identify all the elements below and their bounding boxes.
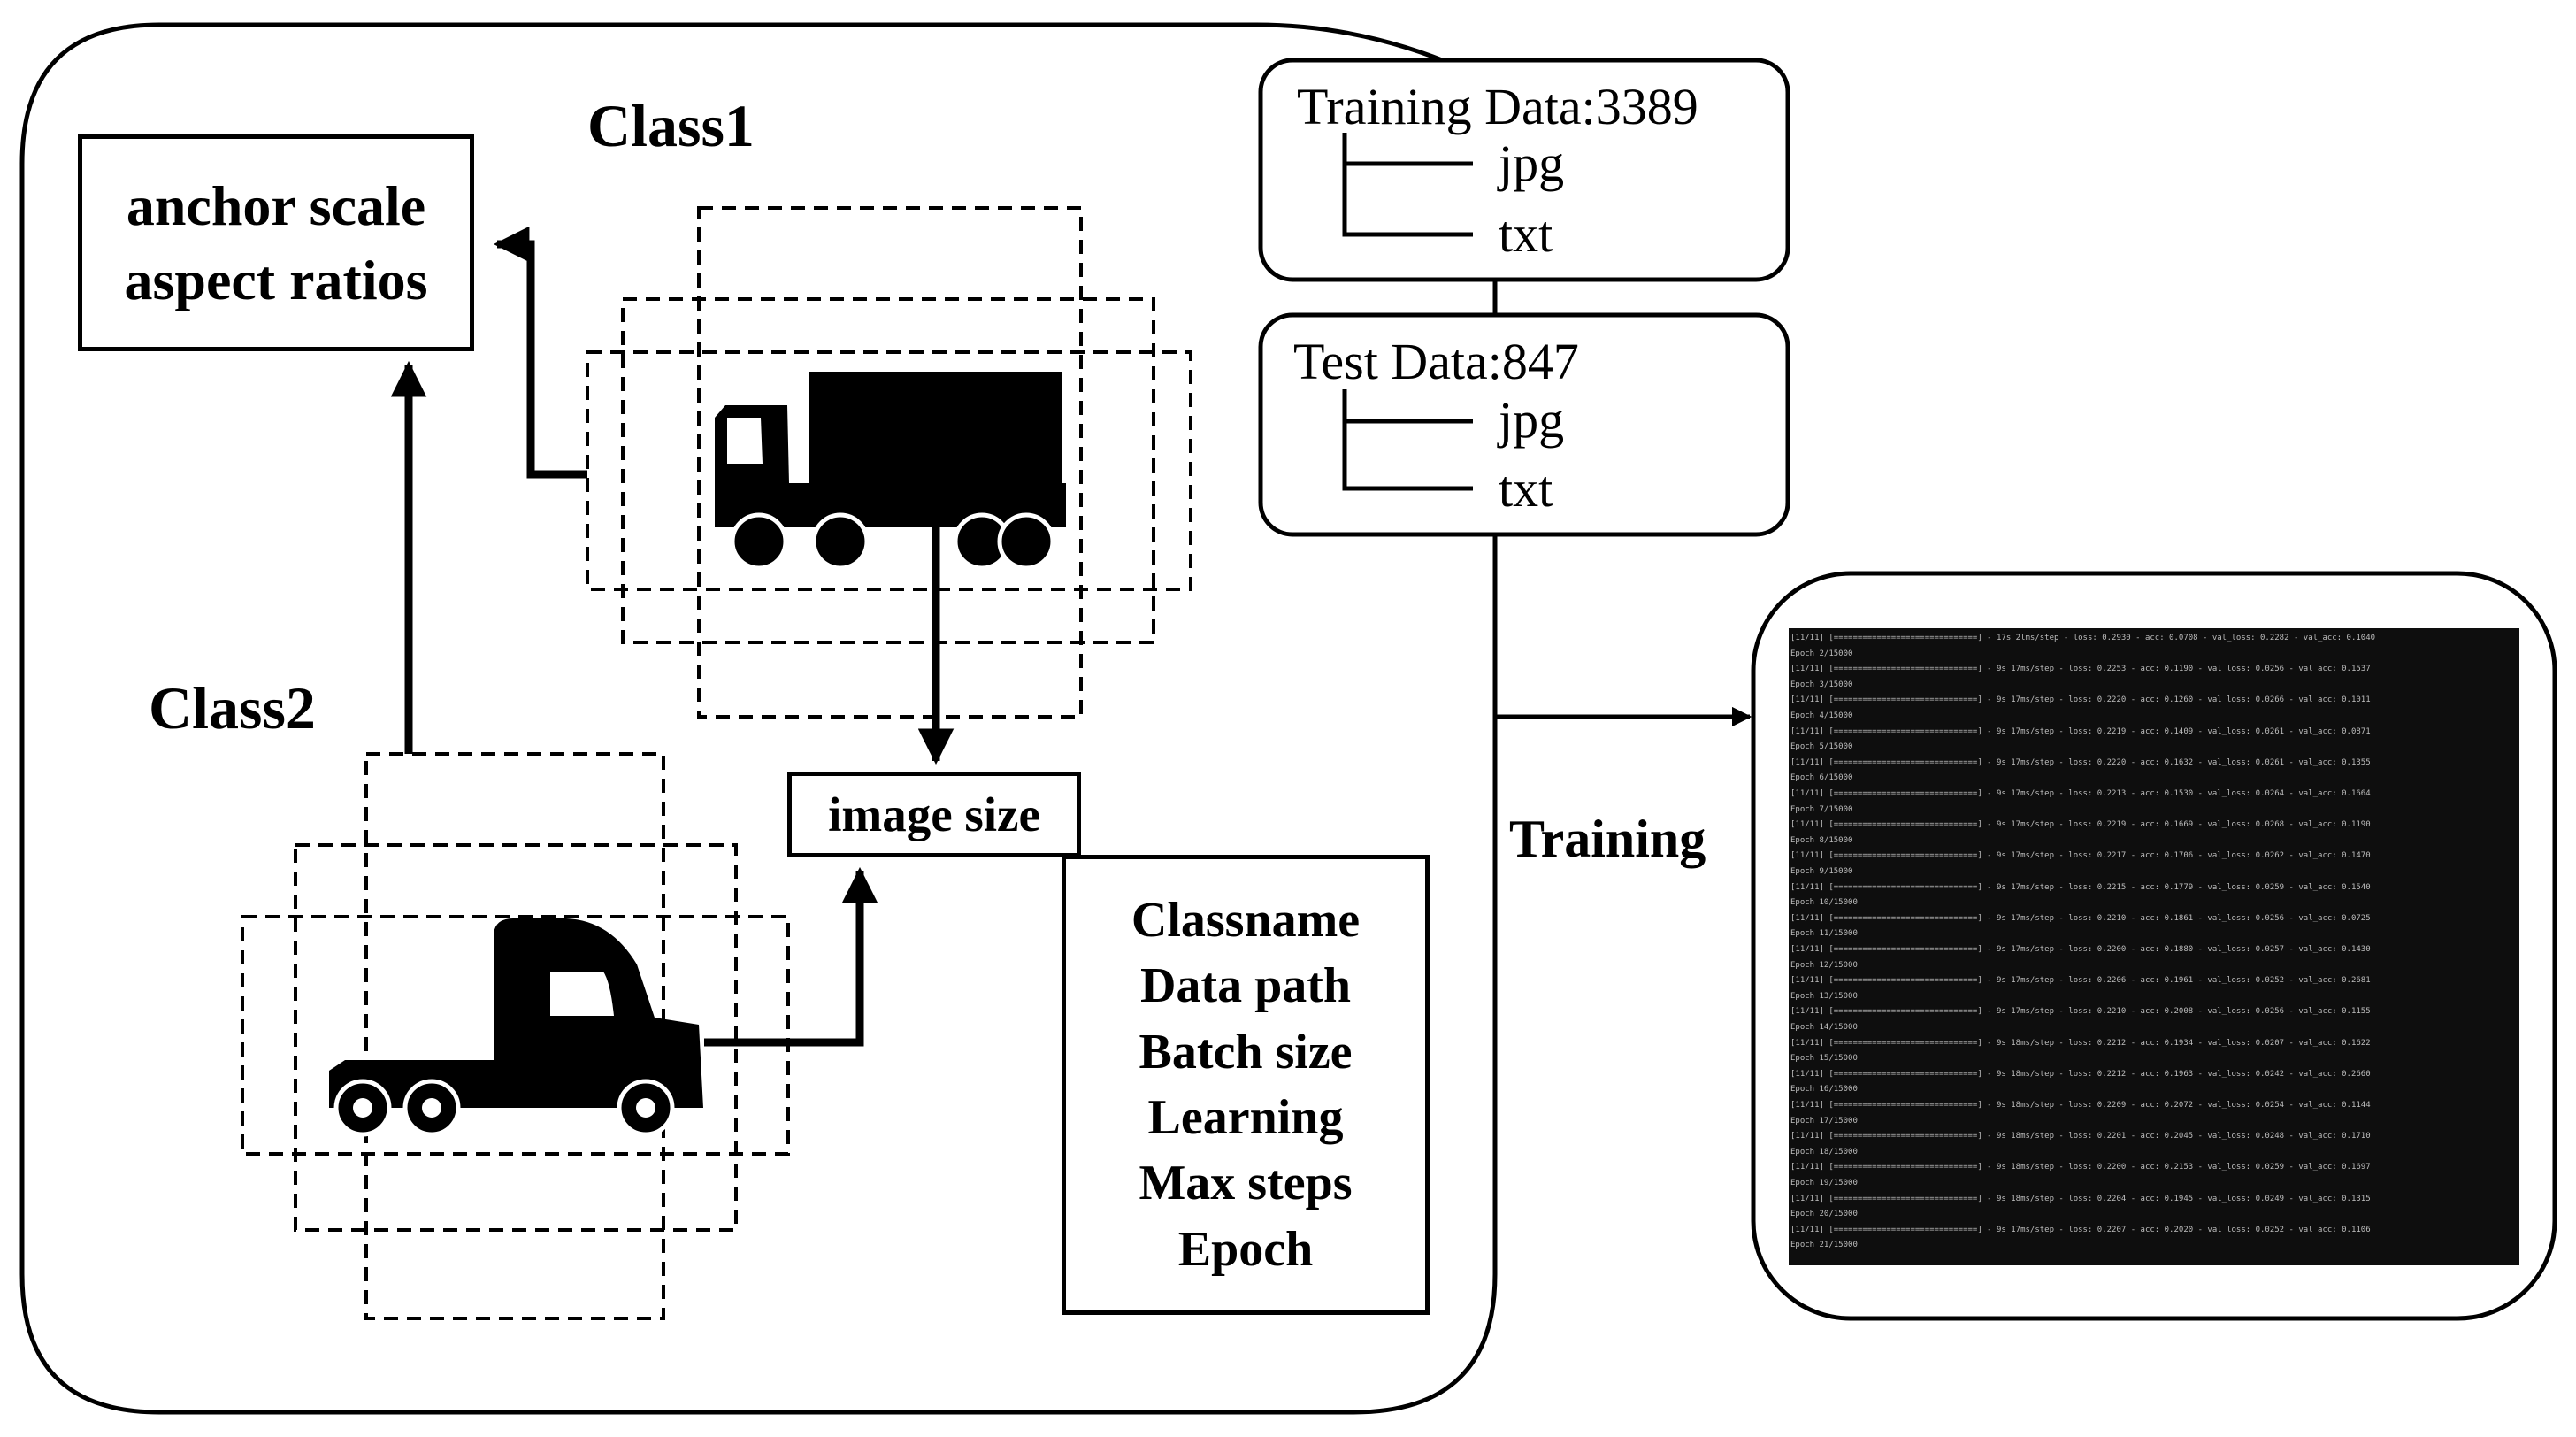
terminal-line: Epoch 4/15000 — [1790, 711, 1853, 720]
main-container — [19, 22, 1498, 1415]
terminal-line: [11/11] [==============================]… — [1790, 726, 2371, 736]
arrow-class1-to-anchor — [493, 226, 587, 479]
training-data-txt: txt — [1499, 205, 1553, 263]
anchor-box-square — [294, 843, 738, 1232]
terminal-line: Epoch 7/15000 — [1790, 804, 1853, 814]
terminal-line: Epoch 8/15000 — [1790, 835, 1853, 845]
param-classname: Classname — [1131, 892, 1361, 948]
terminal-line: Epoch 18/15000 — [1790, 1147, 1858, 1157]
terminal-line: [11/11] [==============================]… — [1790, 757, 2371, 767]
terminal-line: Epoch 20/15000 — [1790, 1210, 1858, 1219]
terminal-line: [11/11] [==============================]… — [1790, 634, 2376, 642]
terminal-line: [11/11] [==============================]… — [1790, 1101, 2371, 1110]
terminal-line: [11/11] [==============================]… — [1790, 1038, 2371, 1048]
param-data-path: Data path — [1139, 958, 1352, 1014]
test-data-box — [1258, 312, 1790, 537]
anchor-settings-box: anchor scale aspect ratios — [78, 134, 474, 351]
training-tree-lines — [1342, 133, 1473, 237]
training-label: Training — [1509, 810, 1706, 868]
terminal-line: [11/11] [==============================]… — [1790, 976, 2371, 986]
anchor-box-tall — [697, 206, 1083, 718]
anchor-scale-text: anchor scale — [126, 174, 426, 238]
param-learning: Learning — [1147, 1090, 1344, 1145]
test-data-txt: txt — [1499, 460, 1553, 518]
anchor-box-square — [621, 297, 1155, 644]
test-data-jpg: jpg — [1499, 391, 1565, 449]
semi-tractor-icon — [329, 918, 703, 1137]
terminal-line: Epoch 15/15000 — [1790, 1054, 1858, 1064]
terminal-line: Epoch 3/15000 — [1790, 680, 1853, 689]
arrow-class2-to-image-size — [704, 866, 878, 1047]
terminal-line: [11/11] [==============================]… — [1790, 882, 2371, 892]
terminal-line: Epoch 9/15000 — [1790, 867, 1853, 876]
terminal-line: Epoch 12/15000 — [1790, 960, 1858, 970]
terminal-line: Epoch 6/15000 — [1790, 773, 1853, 783]
terminal-line: [11/11] [==============================]… — [1790, 820, 2371, 830]
terminal-line: Epoch 11/15000 — [1790, 929, 1858, 939]
terminal-line: [11/11] [==============================]… — [1790, 1225, 2371, 1234]
aspect-ratios-text: aspect ratios — [124, 248, 428, 311]
training-data-jpg: jpg — [1499, 134, 1565, 192]
terminal-line: [11/11] [==============================]… — [1790, 945, 2371, 954]
box-truck-icon — [715, 372, 1066, 571]
terminal-line: [11/11] [==============================]… — [1790, 851, 2371, 861]
terminal-line: [11/11] [==============================]… — [1790, 1007, 2371, 1017]
terminal-line: [11/11] [==============================]… — [1790, 913, 2371, 923]
terminal-line: Epoch 13/15000 — [1790, 991, 1858, 1001]
image-size-box: image size — [787, 772, 1081, 857]
terminal-line: Epoch 2/15000 — [1790, 649, 1853, 658]
param-epoch: Epoch — [1177, 1221, 1314, 1277]
terminal-line: Epoch 17/15000 — [1790, 1116, 1858, 1126]
terminal-screen — [1789, 628, 2519, 1265]
class1-anchor-boxes — [586, 206, 1192, 718]
param-batch-size: Batch size — [1138, 1024, 1353, 1080]
terminal-line: Epoch 10/15000 — [1790, 898, 1858, 908]
class2-label: Class2 — [149, 674, 316, 742]
training-data-title: Training Data:3389 — [1297, 78, 1698, 135]
terminal-line: [11/11] [==============================]… — [1790, 665, 2371, 674]
terminal-line: [11/11] [==============================]… — [1790, 1194, 2371, 1203]
test-tree-lines — [1342, 389, 1473, 491]
test-data-title: Test Data:847 — [1293, 333, 1579, 390]
anchor-box-wide — [586, 350, 1192, 591]
terminal-line: Epoch 5/15000 — [1790, 742, 1853, 752]
terminal-line: [11/11] [==============================]… — [1790, 1163, 2371, 1172]
terminal-line: Epoch 14/15000 — [1790, 1023, 1858, 1032]
class1-label: Class1 — [587, 92, 755, 159]
param-max-steps: Max steps — [1138, 1156, 1353, 1211]
terminal-line: [11/11] [==============================]… — [1790, 1069, 2371, 1079]
parameters-box: Classname Data path Batch size Learning … — [1062, 855, 1430, 1315]
terminal-line: [11/11] [==============================]… — [1790, 1132, 2371, 1141]
training-data-box — [1258, 58, 1790, 282]
terminal-line: Epoch 21/15000 — [1790, 1241, 1858, 1250]
terminal-line: Epoch 16/15000 — [1790, 1085, 1858, 1095]
terminal-line: [11/11] [==============================]… — [1790, 789, 2371, 798]
image-size-text: image size — [828, 788, 1040, 841]
terminal-line: [11/11] [==============================]… — [1790, 695, 2371, 705]
terminal-line: Epoch 19/15000 — [1790, 1179, 1858, 1187]
